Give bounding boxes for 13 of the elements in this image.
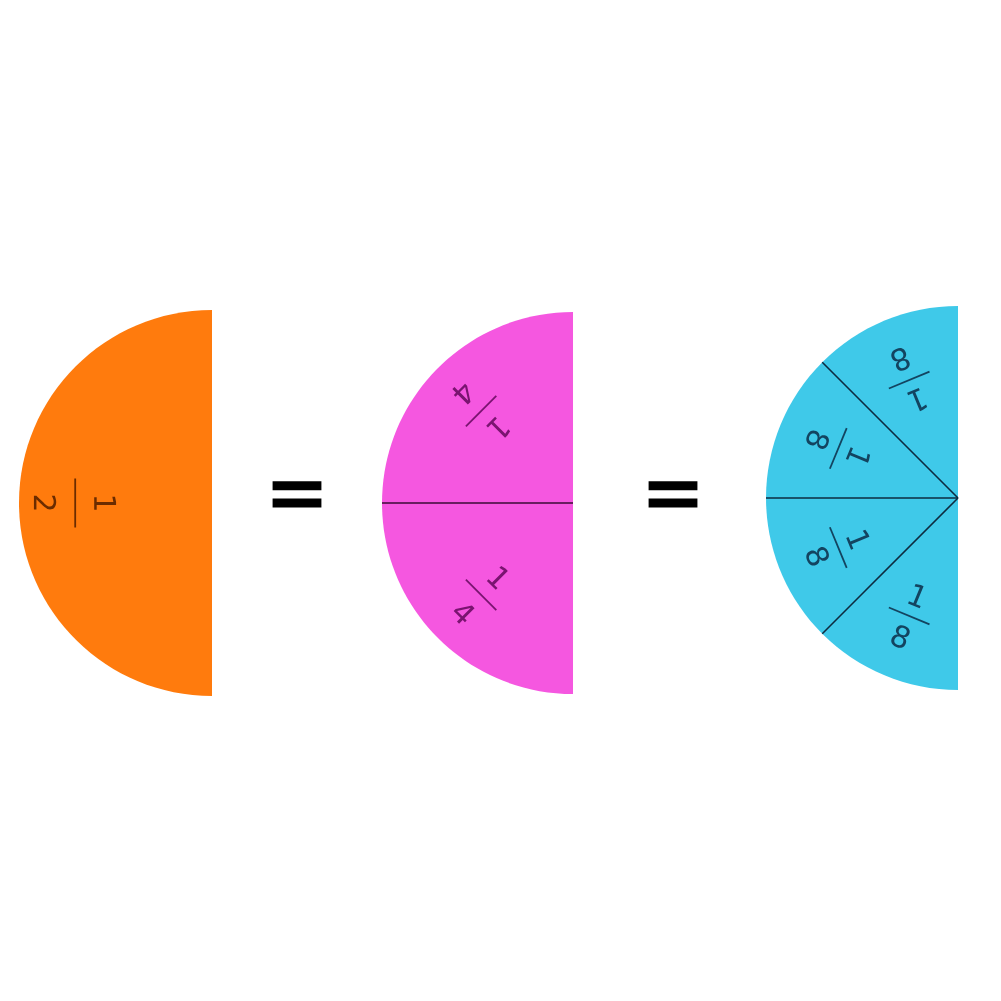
node-label: 1 bbox=[486, 565, 508, 590]
node-label: 1 bbox=[486, 416, 511, 438]
node-label: 1 bbox=[845, 447, 871, 463]
fraction-piece: 1 2 bbox=[19, 310, 212, 696]
node-label: 4 bbox=[453, 605, 475, 624]
fraction-piece: 1 4 bbox=[382, 503, 573, 694]
fraction-piece: 1 4 bbox=[382, 312, 573, 503]
node-label: 1 bbox=[846, 529, 870, 550]
equals-sign: = bbox=[272, 481, 322, 508]
node-label: 1 bbox=[908, 584, 924, 609]
equals-sign: = bbox=[648, 481, 698, 508]
node-label: 1 bbox=[907, 388, 928, 412]
node-label: 4 bbox=[452, 383, 471, 405]
